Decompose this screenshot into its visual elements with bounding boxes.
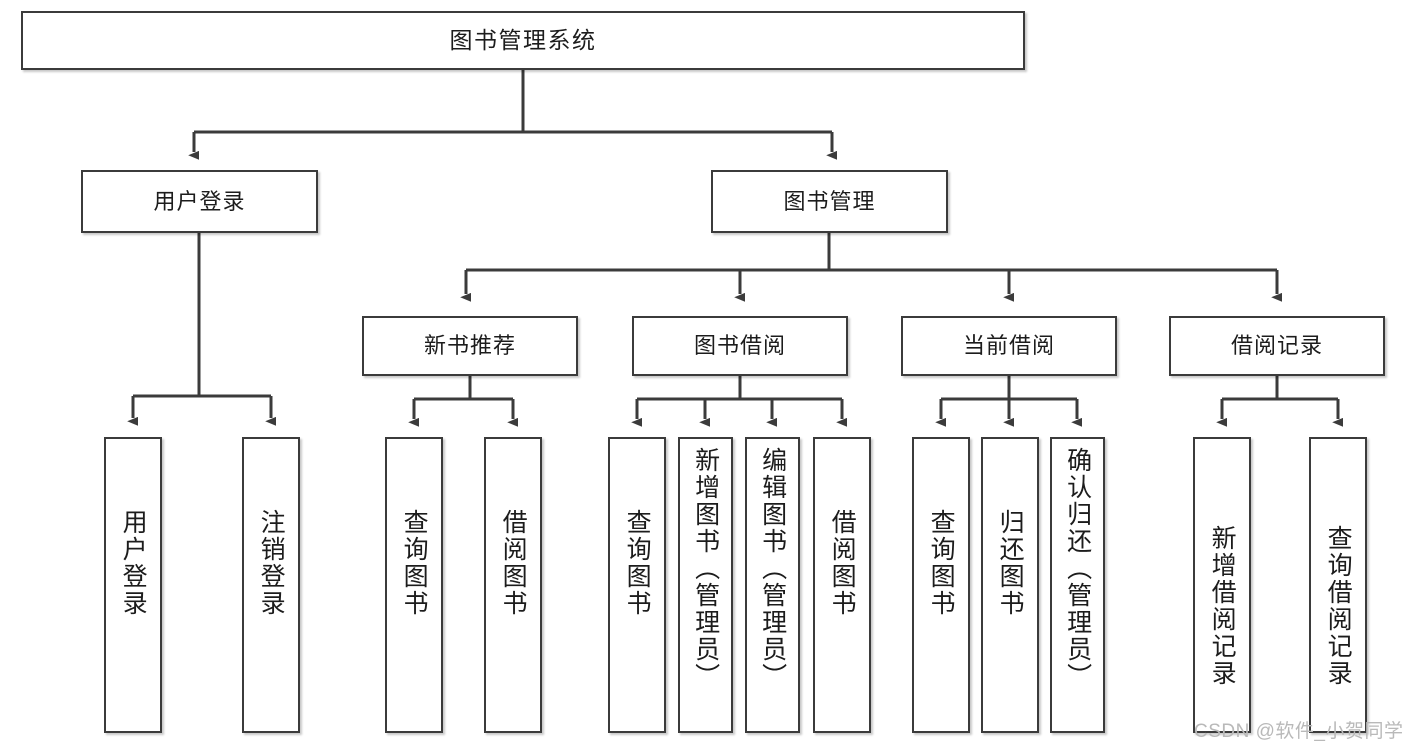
node-leaf-add-record-label: 新增借阅记录 — [1208, 525, 1237, 687]
node-leaf-logout-label: 注销登录 — [257, 509, 286, 617]
node-leaf-query-book-2-label: 查询图书 — [623, 509, 652, 617]
csdn-watermark: CSDN @软件_小贺同学 — [1194, 721, 1404, 742]
node-leaf-query-record-label: 查询借阅记录 — [1324, 525, 1353, 687]
node-leaf-user-login-label: 用户登录 — [119, 509, 148, 617]
node-leaf-return-book[interactable]: 归还图书 — [981, 437, 1039, 733]
node-leaf-query-book-1[interactable]: 查询图书 — [385, 437, 443, 733]
node-new-book-rec[interactable]: 新书推荐 — [362, 316, 578, 376]
node-book-borrow[interactable]: 图书借阅 — [632, 316, 848, 376]
node-borrow-record-label: 借阅记录 — [1230, 333, 1323, 359]
node-leaf-return-book-label: 归还图书 — [996, 509, 1025, 617]
node-leaf-borrow-book-1[interactable]: 借阅图书 — [484, 437, 542, 733]
node-leaf-confirm-return-label: 确认归还（管理员） — [1063, 447, 1092, 690]
node-leaf-add-book[interactable]: 新增图书（管理员） — [678, 437, 733, 733]
node-current-borrow[interactable]: 当前借阅 — [901, 316, 1117, 376]
node-leaf-logout[interactable]: 注销登录 — [242, 437, 300, 733]
node-leaf-query-book-2[interactable]: 查询图书 — [608, 437, 666, 733]
node-leaf-query-book-1-label: 查询图书 — [400, 509, 429, 617]
node-root-label: 图书管理系统 — [449, 26, 597, 53]
node-leaf-user-login[interactable]: 用户登录 — [104, 437, 162, 733]
node-current-borrow-label: 当前借阅 — [962, 333, 1055, 359]
node-leaf-confirm-return[interactable]: 确认归还（管理员） — [1050, 437, 1105, 733]
node-root[interactable]: 图书管理系统 — [21, 11, 1025, 70]
node-leaf-edit-book-label: 编辑图书（管理员） — [758, 447, 787, 690]
node-user-login[interactable]: 用户登录 — [81, 170, 318, 233]
node-leaf-borrow-book-2[interactable]: 借阅图书 — [813, 437, 871, 733]
node-book-manage-label: 图书管理 — [783, 188, 876, 214]
node-leaf-borrow-book-2-label: 借阅图书 — [828, 509, 857, 617]
node-leaf-borrow-book-1-label: 借阅图书 — [499, 509, 528, 617]
node-leaf-query-book-3-label: 查询图书 — [927, 509, 956, 617]
node-book-borrow-label: 图书借阅 — [693, 333, 786, 359]
node-leaf-edit-book[interactable]: 编辑图书（管理员） — [745, 437, 800, 733]
node-book-manage[interactable]: 图书管理 — [711, 170, 948, 233]
node-new-book-rec-label: 新书推荐 — [423, 333, 516, 359]
node-user-login-label: 用户登录 — [153, 188, 246, 214]
node-leaf-add-book-label: 新增图书（管理员） — [691, 447, 720, 690]
node-borrow-record[interactable]: 借阅记录 — [1169, 316, 1385, 376]
node-leaf-add-record[interactable]: 新增借阅记录 — [1193, 437, 1251, 733]
node-leaf-query-record[interactable]: 查询借阅记录 — [1309, 437, 1367, 733]
node-leaf-query-book-3[interactable]: 查询图书 — [912, 437, 970, 733]
